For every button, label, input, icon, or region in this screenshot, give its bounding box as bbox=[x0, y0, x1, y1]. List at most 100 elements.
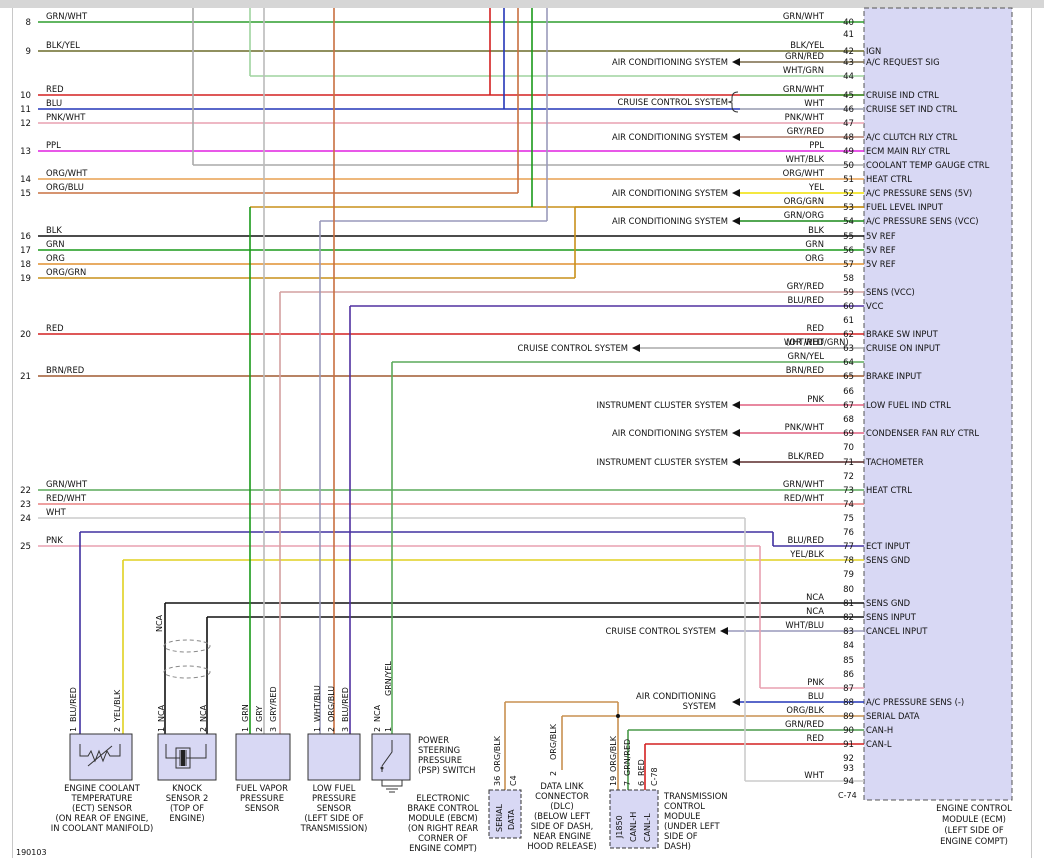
ebcm-conn: C4 bbox=[509, 775, 518, 786]
tcm-module: J1850 CANL-H CANL-L 19 ORG/BLK 7 GRN/RED… bbox=[609, 735, 728, 851]
dlc-label-4: (BELOW LEFT bbox=[534, 811, 591, 821]
ecm-wire-color-69: PNK/WHT bbox=[785, 422, 825, 432]
ecm-pin-55: 55 bbox=[843, 232, 854, 242]
left-pin-14: 14 bbox=[20, 175, 31, 185]
ect-pin-1-color: BLU/RED bbox=[69, 687, 78, 722]
ecm-pin-71: 71 bbox=[843, 458, 854, 468]
ecm-wire-color-46: WHT bbox=[804, 98, 825, 108]
ecm-pin-60: 60 bbox=[843, 302, 854, 312]
ecm-wire-color-48: GRY/RED bbox=[787, 126, 824, 136]
ebcm-label-5: CORNER OF bbox=[418, 833, 468, 843]
left-pin-10: 10 bbox=[20, 91, 31, 101]
ebcm-label-4: (ON RIGHT REAR bbox=[408, 823, 478, 833]
left-pin-23: 23 bbox=[20, 500, 31, 510]
ecm-pin-59: 59 bbox=[843, 288, 854, 298]
ecm-pin-51: 51 bbox=[843, 175, 854, 185]
ecm-pin-65: 65 bbox=[843, 372, 854, 382]
ecm-wire-color-78: YEL/BLK bbox=[789, 549, 824, 559]
tcm-label-3: MODULE bbox=[664, 811, 700, 821]
ecm-wire-color-81: NCA bbox=[806, 592, 824, 602]
ecm-wire-color-88: BLU bbox=[808, 691, 824, 701]
ecm-function-56: 5V REF bbox=[866, 245, 896, 255]
psp-label-1: POWER bbox=[418, 735, 449, 745]
lfp-pin-2: 2 bbox=[327, 727, 336, 732]
ecm-pin-40: 40 bbox=[843, 18, 854, 28]
left-pin-24: 24 bbox=[20, 514, 31, 524]
psp-switch: 1 GRN/YEL 2 NCA POWER STEERING PRESSURE … bbox=[371, 661, 475, 793]
ecm-pin-49: 49 bbox=[843, 147, 854, 157]
dlc-wire: ORG/BLK bbox=[549, 723, 558, 760]
ecm-wire-color-71: BLK/RED bbox=[788, 451, 824, 461]
ecm-label-line-3: (LEFT SIDE OF bbox=[944, 825, 1003, 835]
ecm-pin-72: 72 bbox=[843, 472, 854, 482]
ecm-pin-80: 80 bbox=[843, 585, 854, 595]
ecm-function-90: CAN-H bbox=[866, 725, 893, 735]
ecm-pin-77: 77 bbox=[843, 542, 854, 552]
fvp-sensor-box bbox=[235, 733, 291, 781]
left-wire-color-22: GRN/WHT bbox=[46, 479, 88, 489]
knock-pin-1-color: NCA bbox=[157, 704, 166, 722]
ecm-pin-67: 67 bbox=[843, 401, 854, 411]
ecm-function-88: A/C PRESSURE SENS (-) bbox=[866, 697, 964, 707]
system-label-63: CRUISE CONTROL SYSTEM bbox=[518, 343, 628, 353]
ecm-wire-color-91: RED bbox=[806, 733, 824, 743]
wires-layer bbox=[38, 21, 864, 782]
lfp-label-1: LOW FUEL bbox=[313, 783, 356, 793]
ecm-connector-label: C-74 bbox=[838, 791, 857, 800]
dlc-label-2: CONNECTOR bbox=[535, 791, 589, 801]
ecm-function-77: ECT INPUT bbox=[866, 541, 911, 551]
left-wire-color-24: WHT bbox=[46, 507, 67, 517]
tcm-box-2: CANL-H bbox=[629, 812, 638, 842]
ecm-pin-46: 46 bbox=[843, 105, 854, 115]
ecm-pin-68: 68 bbox=[843, 415, 854, 425]
ecm-function-89: SERIAL DATA bbox=[866, 711, 920, 721]
dlc-pin: 2 bbox=[549, 771, 558, 776]
window-top-bar bbox=[0, 0, 1044, 8]
ecm-function-54: A/C PRESSURE SENS (VCC) bbox=[866, 216, 979, 226]
tcm-label-1: TRANSMISSION bbox=[663, 791, 728, 801]
knock-sensor: 1 NCA 2 NCA NCA KNOCK SENSOR 2 (TOP OF E… bbox=[155, 614, 217, 823]
fvp-pin-1-color: GRN bbox=[241, 704, 250, 722]
ecm-wire-color-53: ORG/GRN bbox=[784, 196, 824, 206]
ecm-function-78: SENS GND bbox=[866, 555, 910, 565]
ecm-pin-76: 76 bbox=[843, 528, 854, 538]
lfp-pin-3-color: BLU/RED bbox=[341, 687, 350, 722]
tcm-label-6: DASH) bbox=[664, 841, 691, 851]
left-wire-color-14: ORG/WHT bbox=[46, 168, 88, 178]
ecm-function-82: SENS INPUT bbox=[866, 612, 917, 622]
ecm-function-83: CANCEL INPUT bbox=[866, 626, 928, 636]
ecm-function-81: SENS GND bbox=[866, 598, 910, 608]
system-arrow-71 bbox=[732, 458, 740, 466]
ecm-pin-89: 89 bbox=[843, 712, 854, 722]
left-wire-color-25: PNK bbox=[46, 535, 63, 545]
system-label-69: AIR CONDITIONING SYSTEM bbox=[612, 428, 728, 438]
ecm-pin-84: 84 bbox=[843, 641, 854, 651]
ecm-pin-57: 57 bbox=[843, 260, 854, 270]
ebcm-label-3: MODULE (EBCM) bbox=[408, 813, 478, 823]
fvp-label-1: FUEL VAPOR bbox=[236, 783, 288, 793]
system-arrow-54 bbox=[732, 217, 740, 225]
tcm-pin-7-color: GRN/RED bbox=[623, 739, 632, 776]
ecm-pin-81: 81 bbox=[843, 599, 854, 609]
ecm-wire-color-87: PNK bbox=[807, 677, 824, 687]
ecm-pin-75: 75 bbox=[843, 514, 854, 524]
ect-pin-2: 2 bbox=[113, 727, 122, 732]
ecm-wire-color-60: BLU/RED bbox=[787, 295, 824, 305]
tcm-connector-box bbox=[609, 789, 659, 849]
ecm-function-69: CONDENSER FAN RLY CTRL bbox=[866, 428, 979, 438]
tcm-conn: C-78 bbox=[650, 767, 659, 786]
ecm-pin-66: 66 bbox=[843, 387, 854, 397]
ecm-wire-color-44: WHT/GRN bbox=[783, 65, 824, 75]
system-label-71: INSTRUMENT CLUSTER SYSTEM bbox=[597, 457, 729, 467]
fvp-pin-2-color: GRY bbox=[255, 706, 264, 722]
ecm-function-51: HEAT CTRL bbox=[866, 174, 912, 184]
ecm-pin-78: 78 bbox=[843, 556, 854, 566]
ecm-pin-90: 90 bbox=[843, 726, 854, 736]
ect-pin-1: 1 bbox=[69, 727, 78, 732]
ect-label-4: (ON REAR OF ENGINE, bbox=[56, 813, 149, 823]
ecm-pin-45: 45 bbox=[843, 91, 854, 101]
left-wire-color-21: BRN/RED bbox=[46, 365, 84, 375]
system-arrow-67 bbox=[732, 401, 740, 409]
ecm-function-67: LOW FUEL IND CTRL bbox=[866, 400, 951, 410]
